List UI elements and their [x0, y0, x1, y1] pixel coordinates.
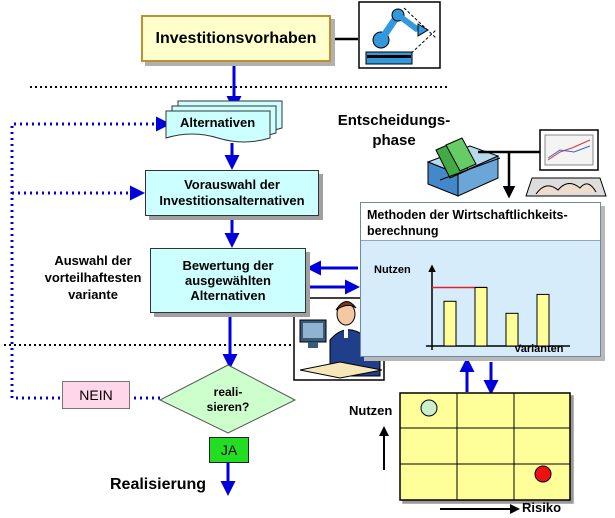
realization-label: Realisierung — [110, 476, 207, 493]
feedback-loop — [10, 116, 171, 400]
methods-title-line-1: Methoden der Wirtschaftlichkeits- — [367, 208, 568, 222]
prescreen-line-2: Investitionsalternativen — [159, 193, 305, 208]
chart-y-label: Nutzen — [374, 264, 411, 276]
robot-arm-icon — [358, 1, 441, 69]
matrix-marker-low-risk — [420, 399, 438, 417]
eval-line-3: Alternativen — [190, 288, 266, 303]
yes-box: JA — [209, 437, 249, 463]
alternatives-label: Alternativen — [180, 115, 256, 130]
decision-text: reali- sieren? — [160, 366, 296, 434]
matrix-marker-high-risk — [534, 465, 552, 483]
no-box: NEIN — [62, 381, 130, 409]
methods-title: Methoden der Wirtschaftlichkeits- berech… — [361, 203, 600, 241]
phase-label: Entscheidungs- phase — [330, 111, 458, 151]
prescreen-box: Vorauswahl der Investitionsalternativen — [145, 170, 319, 216]
selection-line-1: Auswahl der — [54, 253, 132, 268]
decision-line-1: reali- — [213, 385, 243, 399]
chart-x-label: Varianten — [514, 343, 564, 355]
alternatives-document-stack — [165, 100, 283, 143]
selection-label: Auswahl der vorteilhaftesten variante — [40, 252, 146, 303]
tools-connector — [478, 150, 540, 199]
matrix-y-label: Nutzen — [349, 403, 393, 418]
selection-line-3: variante — [68, 287, 118, 302]
evaluation-matrix — [379, 392, 571, 514]
computer-icon — [525, 129, 607, 197]
main-flow-arrows — [220, 62, 499, 496]
methods-title-line-2: berechnung — [367, 224, 439, 238]
decision-diamond — [158, 364, 297, 434]
phase-line-2: phase — [372, 132, 416, 149]
selection-line-2: vorteilhaftesten — [44, 270, 142, 285]
start-box: Investitionsvorhaben — [141, 15, 331, 62]
evaluation-box: Bewertung der ausgewählten Alternativen — [150, 248, 306, 313]
prescreen-line-1: Vorauswahl der — [184, 177, 280, 192]
binders-icon — [426, 137, 501, 197]
eval-line-1: Bewertung der — [182, 258, 274, 273]
decision-line-2: sieren? — [206, 400, 250, 414]
loop-to-alternatives — [10, 116, 171, 400]
phase-line-1: Entscheidungs- — [337, 112, 451, 129]
matrix-x-label: Risiko — [522, 500, 562, 515]
eval-line-2: ausgewählten — [185, 273, 271, 288]
